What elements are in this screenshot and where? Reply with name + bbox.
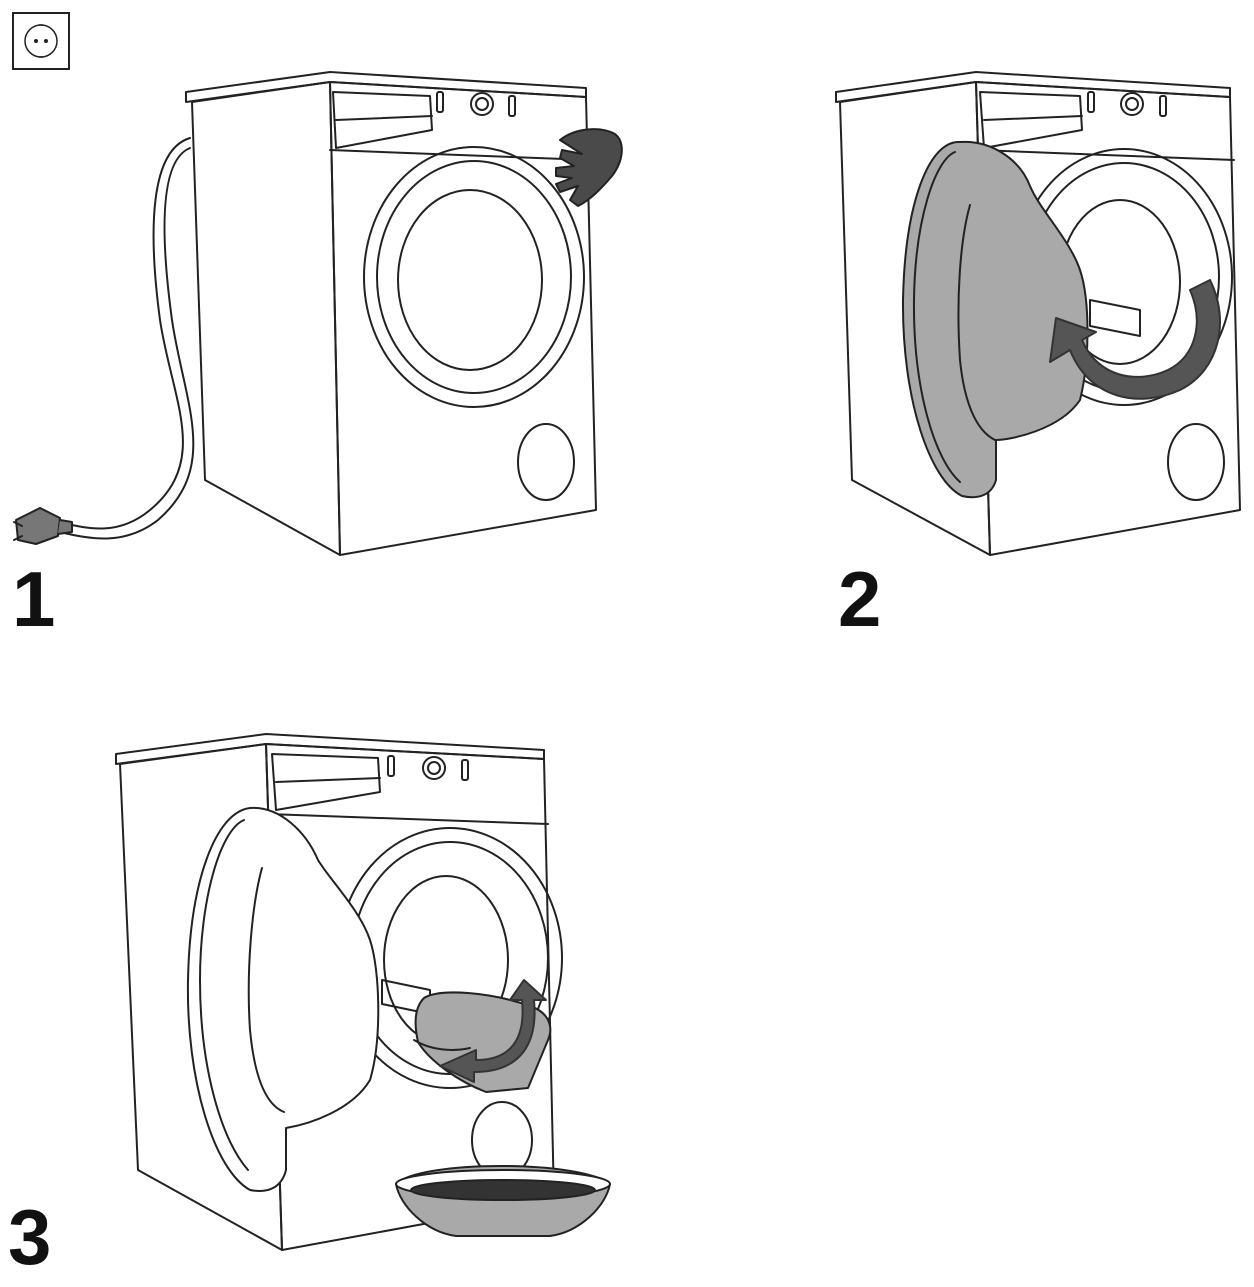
step-number-3: 3 [8, 1193, 52, 1281]
washing-machine-1 [59, 71, 597, 556]
rotate-arrow-icon [1049, 279, 1221, 400]
power-socket-icon [12, 12, 70, 70]
step-2-illustration [835, 71, 1241, 556]
open-door-2 [901, 140, 1089, 499]
step-1-illustration [13, 71, 623, 556]
water-bowl-icon [395, 1165, 611, 1237]
hand-icon [555, 128, 623, 207]
step-number-1: 1 [12, 555, 56, 643]
rotate-arrow-icon [439, 979, 547, 1083]
open-door-3 [186, 806, 380, 1192]
step-3-illustration [115, 733, 611, 1251]
unplugged-plug-icon [13, 507, 73, 545]
step-number-2: 2 [838, 555, 882, 643]
